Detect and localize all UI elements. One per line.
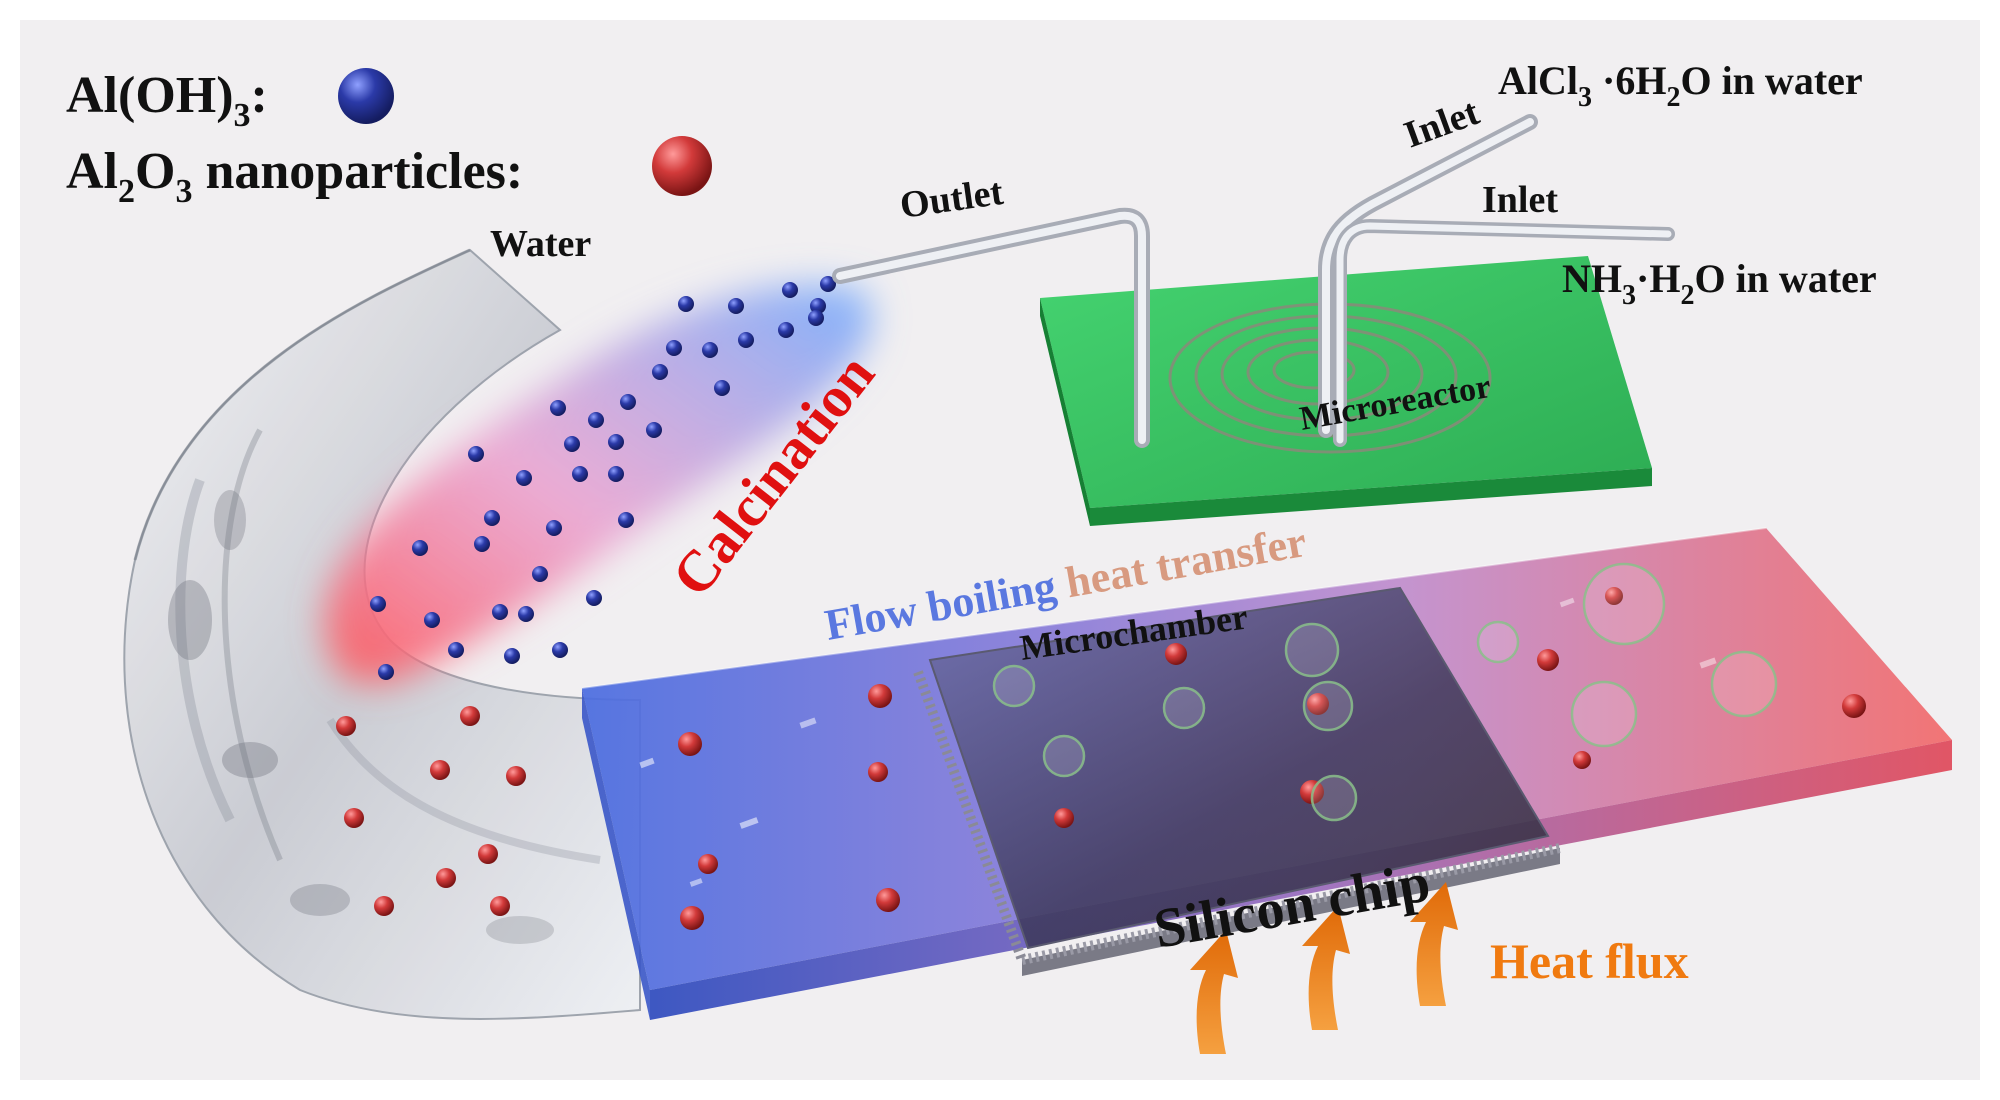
vapor-bubble xyxy=(1582,562,1666,646)
aloh3-particle xyxy=(728,298,744,314)
vapor-bubbles xyxy=(992,562,1778,822)
aloh3-particle xyxy=(492,604,508,620)
heat-flux-arrows xyxy=(1190,882,1458,1054)
al2o3-particle xyxy=(506,766,526,786)
vapor-bubble xyxy=(992,664,1036,708)
al2o3-particle xyxy=(374,896,394,916)
aloh3-particle xyxy=(550,400,566,416)
aloh3-particle xyxy=(714,380,730,396)
al2o3-particle xyxy=(1605,587,1623,605)
aloh3-particle xyxy=(808,310,824,326)
al2o3-particle xyxy=(490,896,510,916)
al2o3-particles-sheet xyxy=(336,706,526,916)
aloh3-particle xyxy=(652,364,668,380)
water-label: Water xyxy=(490,223,591,265)
aloh3-particle xyxy=(782,282,798,298)
al2o3-particle xyxy=(1165,643,1187,665)
aloh3-particle xyxy=(702,342,718,358)
aloh3-particle xyxy=(608,466,624,482)
aloh3-particle xyxy=(412,540,428,556)
vapor-bubble xyxy=(1710,650,1778,718)
al2o3-particle xyxy=(1054,808,1074,828)
heat-flux-arrow xyxy=(1190,930,1238,1054)
aloh3-particle xyxy=(504,648,520,664)
aloh3-particle xyxy=(820,276,836,292)
alcl3-label: AlCl3 ·6H2O in water xyxy=(1498,58,1863,113)
aloh3-particle xyxy=(546,520,562,536)
aloh3-particle xyxy=(518,606,534,622)
aloh3-particle xyxy=(572,466,588,482)
vapor-bubble xyxy=(1162,686,1206,730)
vapor-bubble xyxy=(1476,620,1520,664)
vapor-bubble xyxy=(1302,680,1354,732)
heat-flux-arrow xyxy=(1410,882,1458,1006)
al2o3-particle xyxy=(336,716,356,736)
legend-al2o3-particle xyxy=(652,136,712,196)
aloh3-particle xyxy=(378,664,394,680)
al2o3-particle xyxy=(1573,751,1591,769)
inlet-right-label: Inlet xyxy=(1482,179,1558,221)
aloh3-particle xyxy=(618,512,634,528)
al2o3-particle xyxy=(344,808,364,828)
al2o3-particle xyxy=(698,854,718,874)
microreactor-front xyxy=(1090,468,1652,526)
aloh3-particle xyxy=(474,536,490,552)
aloh3-particle xyxy=(564,436,580,452)
al2o3-particle xyxy=(460,706,480,726)
legend-aloh3-label: Al(OH)3: xyxy=(66,67,268,134)
aloh3-particle xyxy=(620,394,636,410)
al2o3-particle xyxy=(1842,694,1866,718)
aloh3-particle xyxy=(678,296,694,312)
legend-aloh3-particle xyxy=(338,68,394,124)
aloh3-particle xyxy=(516,470,532,486)
aloh3-particle xyxy=(608,434,624,450)
al2o3-particle xyxy=(1537,649,1559,671)
aloh3-particle xyxy=(484,510,500,526)
al2o3-particle xyxy=(680,906,704,930)
vapor-bubble xyxy=(1284,622,1340,678)
al2o3-particle xyxy=(868,762,888,782)
aloh3-particle xyxy=(588,412,604,428)
al2o3-particle xyxy=(678,732,702,756)
aloh3-particle xyxy=(532,566,548,582)
heat-flux-label: Heat flux xyxy=(1490,933,1689,989)
al2o3-particle xyxy=(478,844,498,864)
al2o3-particle xyxy=(430,760,450,780)
aloh3-particle xyxy=(552,642,568,658)
aloh3-particle xyxy=(738,332,754,348)
chip-pins-bottom xyxy=(1022,848,1560,976)
vapor-bubble xyxy=(1570,680,1638,748)
al2o3-particles-channel xyxy=(678,587,1866,930)
legend-al2o3-label: Al2O3 nanoparticles: xyxy=(66,143,523,210)
al2o3-particle xyxy=(876,888,900,912)
aloh3-particle xyxy=(666,340,682,356)
aloh3-particles xyxy=(370,276,836,680)
aloh3-particle xyxy=(424,612,440,628)
al2o3-particle xyxy=(436,868,456,888)
pipes xyxy=(832,114,1675,448)
nh3-label: NH3·H2O in water xyxy=(1562,256,1877,311)
aloh3-particle xyxy=(468,446,484,462)
microchamber xyxy=(930,588,1548,948)
vapor-bubble xyxy=(1310,774,1358,822)
aloh3-particle xyxy=(810,298,826,314)
legend: Al(OH)3: Al2O3 nanoparticles: xyxy=(66,67,712,210)
calcination-plume xyxy=(325,284,872,684)
aloh3-particle xyxy=(370,596,386,612)
al2o3-particle xyxy=(868,684,892,708)
aloh3-particle xyxy=(646,422,662,438)
aloh3-particle xyxy=(778,322,794,338)
silicon-chip xyxy=(913,586,1562,976)
aloh3-particle xyxy=(448,642,464,658)
aloh3-particle xyxy=(586,590,602,606)
microreactor-left xyxy=(1040,298,1090,526)
al2o3-particle xyxy=(1307,693,1329,715)
heat-flux-arrow xyxy=(1302,906,1350,1030)
chip-pins-left xyxy=(913,670,1027,962)
vapor-bubble xyxy=(1042,734,1086,778)
